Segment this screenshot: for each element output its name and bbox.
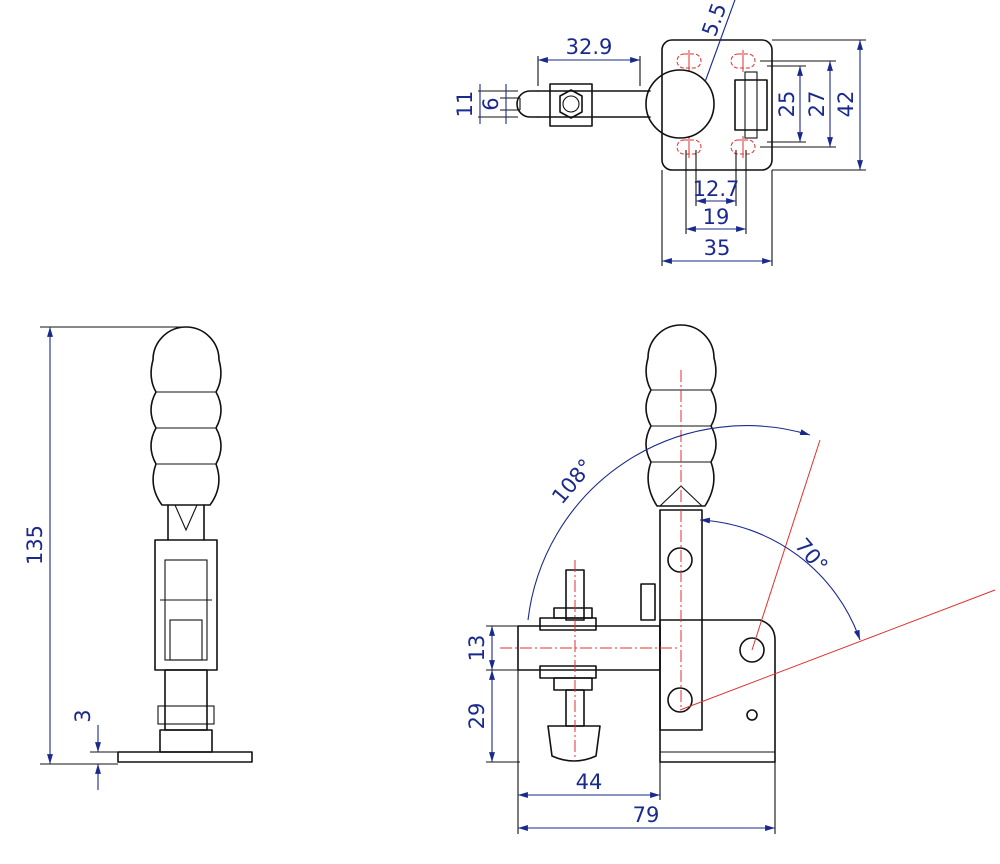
- dim-height-label: 135: [23, 525, 47, 565]
- dim-w44-label: 44: [576, 770, 603, 794]
- top-handle-knob: [645, 69, 715, 139]
- dim-h25: 25: [767, 65, 806, 143]
- dim-h29-label: 29: [465, 703, 489, 730]
- dim-h29: 29: [465, 670, 520, 763]
- top-hex-nut: [559, 89, 583, 119]
- dim-angle-108: 108°: [527, 425, 811, 621]
- dim-outer-width: 11: [453, 84, 518, 124]
- dim-outer-width-label: 11: [453, 91, 477, 118]
- dim-w19-label: 19: [703, 205, 730, 229]
- dim-base-label: 3: [71, 709, 95, 722]
- top-base-plate: [661, 39, 773, 171]
- dim-w79: 79: [518, 762, 776, 834]
- dim-height: 135: [23, 326, 186, 765]
- dim-w19: 19: [685, 150, 747, 234]
- dim-h42-label: 42: [834, 91, 858, 118]
- dim-w44: 44: [517, 670, 661, 834]
- front-body: [659, 619, 776, 763]
- dim-angle-70-label: 70°: [790, 534, 832, 578]
- front-grip: [645, 324, 717, 507]
- top-pivot-block: [734, 79, 768, 131]
- top-spindle-block: [549, 83, 593, 127]
- top-arm: [537, 90, 651, 118]
- dim-w35: 35: [661, 170, 773, 266]
- dim-h42: 42: [772, 39, 866, 171]
- dim-reach-label: 32.9: [566, 35, 613, 59]
- side-base: [117, 751, 253, 763]
- front-spindle-pad: [547, 725, 601, 762]
- side-grip: [150, 326, 222, 506]
- dim-base: 3: [71, 709, 118, 790]
- dim-h25-label: 25: [775, 91, 799, 118]
- top-view: 32.9 5.5 11 6 25: [453, 0, 866, 266]
- dim-h13-label: 13: [465, 635, 489, 662]
- dim-inner-width: 6: [479, 84, 520, 124]
- dim-angle-108-label: 108°: [547, 454, 598, 508]
- dim-w127-label: 12.7: [693, 177, 740, 201]
- dim-inner-width-label: 6: [479, 97, 503, 110]
- side-view: 135 3: [23, 326, 253, 790]
- dim-reach: 32.9: [537, 35, 641, 86]
- dim-angle-70: 70°: [699, 517, 861, 641]
- dim-h27: 27: [760, 60, 836, 148]
- dim-slot: 5.5: [697, 0, 736, 83]
- dim-h27-label: 27: [805, 91, 829, 118]
- top-slot-end: [516, 90, 539, 118]
- dim-w35-label: 35: [704, 236, 731, 260]
- top-mounting-holes: [676, 50, 756, 158]
- dim-w79-label: 79: [633, 803, 660, 827]
- front-view: 108° 70° 13 29 44: [465, 324, 996, 834]
- dim-slot-label: 5.5: [697, 0, 731, 39]
- dim-w127: 12.7: [693, 150, 740, 206]
- side-foot: [159, 729, 213, 753]
